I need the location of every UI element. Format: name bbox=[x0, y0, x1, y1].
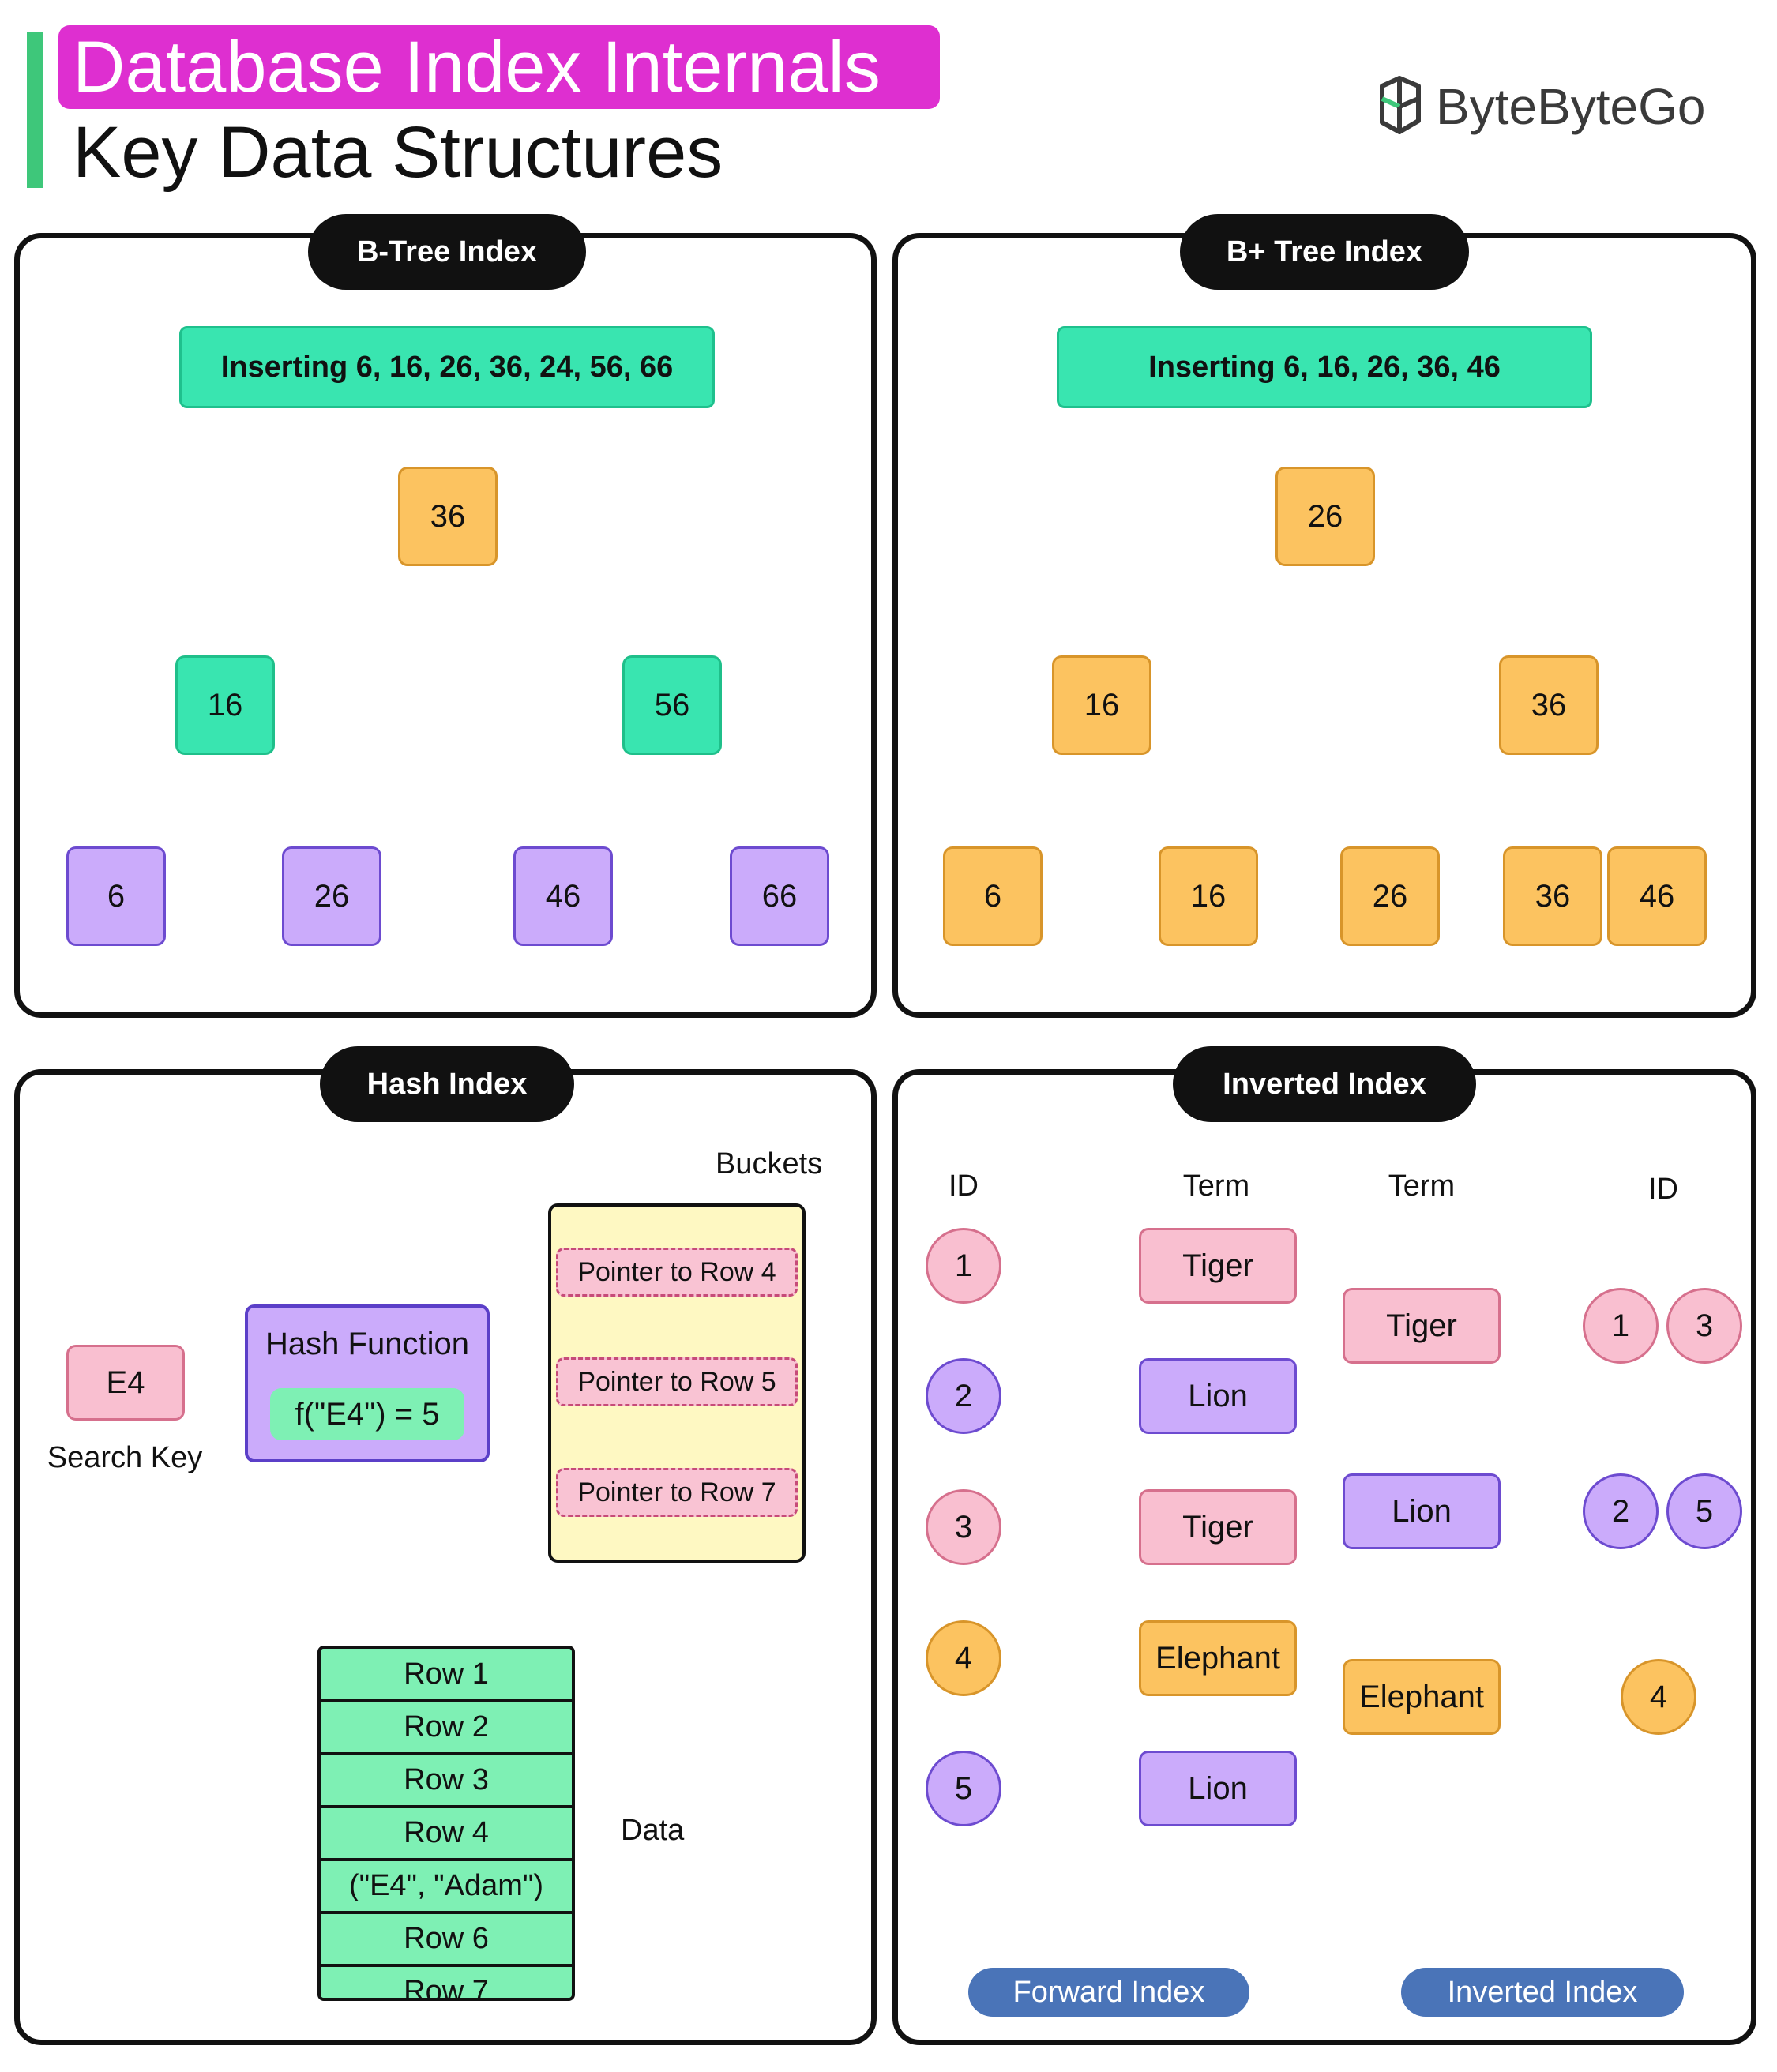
inverted-term: Elephant bbox=[1343, 1659, 1501, 1735]
inverted-index-panel bbox=[892, 1069, 1756, 2045]
inverted-index-footer: Inverted Index bbox=[1401, 1968, 1684, 2017]
btree-panel-tag: B-Tree Index bbox=[308, 214, 586, 290]
bplus-leaf-node: 16 bbox=[1159, 846, 1258, 946]
bplus-leaf-node: 26 bbox=[1340, 846, 1440, 946]
data-row: Row 4 bbox=[321, 1808, 572, 1861]
data-row: Row 6 bbox=[321, 1914, 572, 1967]
forward-index-footer: Forward Index bbox=[968, 1968, 1249, 2017]
data-row: Row 3 bbox=[321, 1755, 572, 1808]
btree-leaf-node: 46 bbox=[513, 846, 613, 946]
hash-index-panel-tag: Hash Index bbox=[320, 1046, 574, 1122]
bplus-tree-panel-tag: B+ Tree Index bbox=[1180, 214, 1469, 290]
inverted-term: Tiger bbox=[1343, 1288, 1501, 1364]
inverted-doc-id: 5 bbox=[1666, 1473, 1742, 1549]
data-row: Row 1 bbox=[321, 1649, 572, 1702]
data-rows-table: Row 1 Row 2 Row 3 Row 4 ("E4", "Adam") R… bbox=[317, 1646, 575, 2001]
btree-internal-node: 56 bbox=[622, 655, 722, 755]
bplus-inserting-banner: Inserting 6, 16, 26, 36, 46 bbox=[1057, 326, 1592, 408]
page-subtitle: Key Data Structures bbox=[73, 111, 723, 193]
inverted-id-header: ID bbox=[1648, 1172, 1678, 1206]
forward-doc-id: 2 bbox=[926, 1358, 1001, 1434]
search-key-label: Search Key bbox=[47, 1440, 203, 1474]
bplus-leaf-node: 6 bbox=[943, 846, 1043, 946]
inverted-term: Lion bbox=[1343, 1473, 1501, 1549]
forward-doc-id: 1 bbox=[926, 1228, 1001, 1304]
forward-doc-id: 4 bbox=[926, 1620, 1001, 1696]
page-title: Database Index Internals bbox=[58, 25, 940, 109]
inverted-index-panel-tag: Inverted Index bbox=[1173, 1046, 1476, 1122]
hash-function-formula: f("E4") = 5 bbox=[270, 1388, 464, 1440]
data-row-highlighted: ("E4", "Adam") bbox=[321, 1861, 572, 1914]
bplus-leaf-node: 46 bbox=[1607, 846, 1707, 946]
forward-term: Elephant bbox=[1139, 1620, 1297, 1696]
data-row: Row 2 bbox=[321, 1702, 572, 1755]
forward-term: Lion bbox=[1139, 1751, 1297, 1826]
forward-doc-id: 5 bbox=[926, 1751, 1001, 1826]
btree-leaf-node: 26 bbox=[282, 846, 381, 946]
inverted-doc-id: 4 bbox=[1621, 1659, 1696, 1735]
forward-id-header: ID bbox=[949, 1169, 979, 1203]
btree-inserting-banner: Inserting 6, 16, 26, 36, 24, 56, 66 bbox=[179, 326, 715, 408]
inverted-doc-id: 2 bbox=[1583, 1473, 1659, 1549]
inverted-doc-id: 3 bbox=[1666, 1288, 1742, 1364]
forward-term: Tiger bbox=[1139, 1228, 1297, 1304]
bplus-internal-node: 16 bbox=[1052, 655, 1151, 755]
inverted-term-header: Term bbox=[1388, 1169, 1456, 1203]
forward-term: Lion bbox=[1139, 1358, 1297, 1434]
bucket-pointer: Pointer to Row 7 bbox=[556, 1468, 798, 1517]
forward-term-header: Term bbox=[1182, 1169, 1250, 1203]
forward-doc-id: 3 bbox=[926, 1489, 1001, 1565]
bucket-pointer: Pointer to Row 5 bbox=[556, 1357, 798, 1406]
inverted-doc-id: 1 bbox=[1583, 1288, 1659, 1364]
btree-leaf-node: 66 bbox=[730, 846, 829, 946]
data-row: Row 7 bbox=[321, 1967, 572, 1998]
bplus-root-node: 26 bbox=[1275, 467, 1375, 566]
bplus-internal-node: 36 bbox=[1499, 655, 1599, 755]
btree-root-node: 36 bbox=[398, 467, 498, 566]
hash-function-title: Hash Function bbox=[265, 1326, 469, 1361]
title-accent-bar bbox=[27, 32, 43, 188]
data-label: Data bbox=[621, 1813, 685, 1847]
brand-name: ByteByteGo bbox=[1436, 78, 1706, 135]
buckets-label: Buckets bbox=[716, 1147, 823, 1181]
forward-term: Tiger bbox=[1139, 1489, 1297, 1565]
bucket-pointer: Pointer to Row 4 bbox=[556, 1248, 798, 1297]
bytebytego-logo-icon bbox=[1376, 75, 1425, 139]
bplus-leaf-node: 36 bbox=[1503, 846, 1602, 946]
btree-internal-node: 16 bbox=[175, 655, 275, 755]
search-key-value: E4 bbox=[66, 1345, 185, 1421]
btree-leaf-node: 6 bbox=[66, 846, 166, 946]
brand-logo: ByteByteGo bbox=[1376, 73, 1723, 141]
